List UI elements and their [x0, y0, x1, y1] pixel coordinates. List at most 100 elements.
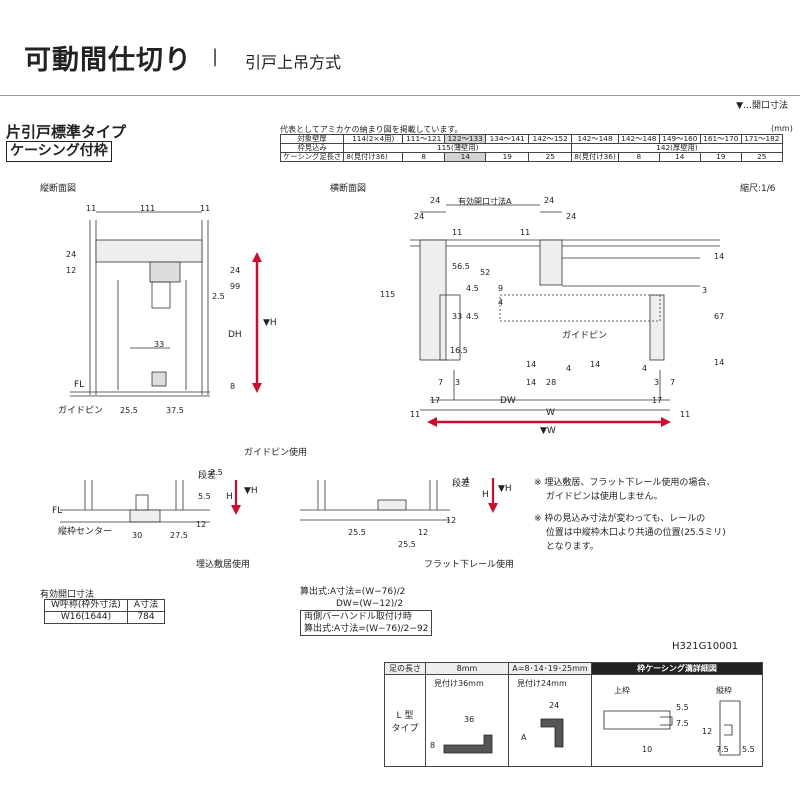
effective-opening-title: 有効開口寸法 — [40, 590, 95, 600]
label: 上枠 — [614, 686, 630, 695]
dim-vh: ▼H — [263, 318, 277, 328]
spec-cell: 25 — [740, 152, 783, 162]
dim: 33 — [452, 312, 463, 321]
dim: 14 — [714, 252, 725, 261]
label: 縦枠 — [716, 686, 732, 695]
dim: 3 — [455, 378, 461, 387]
spec-unit: (mm) — [771, 124, 793, 133]
dim: 11 — [86, 204, 97, 213]
dim: 12 — [418, 528, 429, 537]
dim: 14 — [590, 360, 601, 369]
note-line: ガイドピンは使用しません。 — [534, 492, 663, 502]
dim: 4.5 — [466, 284, 479, 293]
page-subtitle: 引戸上吊方式 — [245, 53, 342, 72]
dim-vh: ▼H — [244, 486, 258, 496]
detail-cell-groove: 上枠 縦枠 7.5 10 5.5 12 7.5 5.5 — [591, 674, 763, 767]
casing-detail-table: 足の長さ 8mm A=8･14･19･25mm 枠ケーシング溝詳細図 L 型 タ… — [384, 662, 763, 767]
dim: 見付け36mm — [434, 679, 484, 688]
dim-vh: ▼H — [498, 484, 512, 494]
dim: 12 — [702, 727, 713, 736]
dim: 24 — [414, 212, 425, 221]
horizontal-section-label: 横断面図 — [330, 184, 367, 194]
dim: 27.5 — [170, 531, 188, 540]
dim: 12 — [196, 520, 207, 529]
dim: 56.5 — [452, 262, 470, 271]
page-title: 可動間仕切り — [24, 45, 192, 76]
step-label-right: 段差 — [452, 479, 471, 489]
dim: 2.5 — [210, 468, 223, 477]
detail-header-dark: 枠ケーシング溝詳細図 — [591, 662, 763, 675]
dim: 14 — [526, 378, 537, 387]
formulas: 算出式:A寸法=(W−76)/2 DW=(W−12)/2 両側バーハンドル取付け… — [300, 586, 433, 636]
dim-h: H — [482, 490, 489, 500]
dim: 7 — [670, 378, 676, 387]
scale-label: 縮尺:1/6 — [740, 184, 776, 194]
dim: 24 — [230, 266, 241, 275]
dim-dw: DW — [500, 396, 516, 406]
effective-opening-table: W呼称(枠外寸法) A寸法 W16(1644) 784 — [44, 599, 166, 624]
formula-line: 算出式:A寸法=(W−76)/2 — [300, 587, 406, 597]
dim-w: W — [546, 408, 555, 418]
dim: 24 — [66, 250, 77, 259]
formula-line: DW=(W−12)/2 — [336, 599, 404, 609]
note-line: 位置は中縦枠木口より共通の位置(25.5ミリ) — [534, 528, 726, 538]
l-profile-36 — [443, 734, 493, 754]
dim: 12 — [66, 266, 77, 275]
dim-h: H — [226, 492, 233, 502]
dim: 7 — [438, 378, 444, 387]
type-subtitle: ケーシング付枠 — [6, 141, 112, 162]
left-detail-arrow — [231, 480, 241, 515]
dim: 8 — [230, 382, 236, 391]
dim: 5.5 — [676, 703, 689, 712]
dim: 30 — [132, 531, 143, 540]
dim: 5.5 — [742, 745, 755, 754]
table-header: A寸法 — [126, 599, 166, 612]
dim: 24 — [544, 196, 555, 205]
note-line: ※ 埋込敷居、フラット下レール使用の場合、 — [534, 478, 716, 488]
dim: 99 — [230, 282, 241, 291]
type-title: 片引戸標準タイプ — [6, 123, 127, 141]
dim: 17 — [430, 396, 441, 405]
title-separator: | — [212, 46, 219, 67]
formula-line: 算出式:A寸法=(W−76)/2−92 — [300, 623, 433, 636]
dim: 9 — [498, 284, 504, 293]
table-cell: 784 — [126, 611, 166, 624]
dim: 52 — [480, 268, 491, 277]
frame-center-label: 縦枠センター — [58, 527, 113, 537]
step-label: 段差 — [198, 471, 217, 481]
table-row: W16(1644) 784 — [44, 611, 166, 624]
dim: 37.5 — [166, 406, 184, 415]
table-header: W呼称(枠外寸法) — [44, 599, 128, 612]
dim: 25.5 — [398, 540, 416, 549]
dim: A — [521, 733, 527, 742]
detail-header: 足の長さ — [384, 662, 426, 675]
spec-table: 対象壁厚 114(2×4用) 111〜121 122〜133 134〜141 1… — [279, 134, 783, 162]
spec-row-casing: ケーシング足長さ 8(見付け36) 8 14 19 25 8(見付け36) 8 … — [279, 152, 783, 162]
effective-opening-label: 有効開口寸法A — [458, 197, 512, 206]
notes: ※ 埋込敷居、フラット下レール使用の場合、 ガイドピンは使用しません。 ※ 枠の… — [534, 476, 726, 554]
dim: 25.5 — [348, 528, 366, 537]
dim: 10 — [642, 745, 653, 754]
dim: 14 — [714, 358, 725, 367]
dim: 16.5 — [450, 346, 468, 355]
dim-dh: DH — [228, 330, 242, 340]
note-line: となります。 — [534, 542, 599, 552]
detail-cell-8mm: 見付け36mm 36 8 — [425, 674, 509, 767]
dim: 3 — [654, 378, 660, 387]
spec-cell: 25 — [528, 152, 573, 162]
drawing-code: H321G10001 — [672, 641, 739, 652]
dim: 4 — [498, 298, 504, 307]
dim-vw: ▼W — [540, 426, 556, 436]
dim: 25.5 — [120, 406, 138, 415]
detail-cell-other: 見付け24mm 24 A — [508, 674, 592, 767]
width-arrow — [427, 417, 671, 427]
dim: 11 — [410, 410, 421, 419]
spec-label: ケーシング足長さ — [279, 152, 345, 162]
dim: 4 — [642, 364, 648, 373]
dim: 24 — [549, 701, 560, 710]
vertical-section-label: 縦断面図 — [40, 184, 77, 194]
dim: 8 — [430, 741, 436, 750]
dim: 5.5 — [198, 492, 211, 501]
spec-note: 代表としてアミカケの納まり図を掲載しています。 — [280, 125, 463, 134]
